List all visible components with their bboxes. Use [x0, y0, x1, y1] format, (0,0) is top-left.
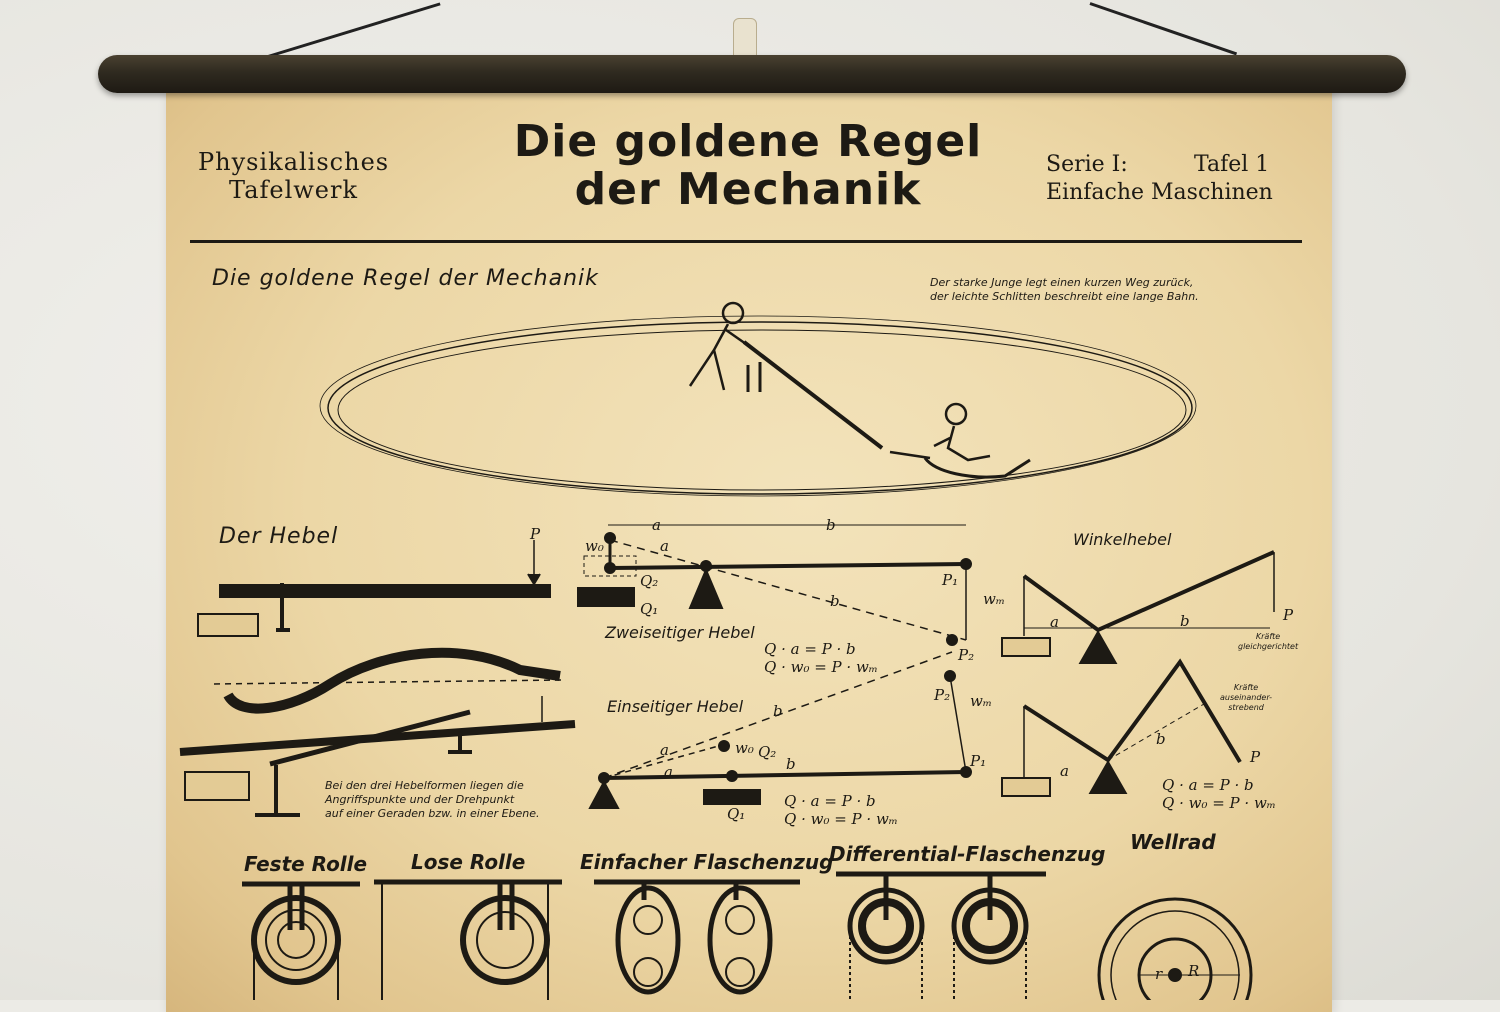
angle-lever-top — [1001, 550, 1275, 664]
angle-lever-heading: Winkelhebel — [1073, 530, 1172, 549]
angle-force-p-bottom: P — [1250, 748, 1261, 766]
wooden-hanging-rod — [98, 55, 1406, 93]
poster-sheet — [166, 82, 1332, 1012]
first-class-lever-drawing — [197, 540, 551, 637]
dim-label-b-diag: b — [830, 592, 840, 610]
sled-lever-beam — [742, 340, 884, 450]
sled-caption-line-1: Der starke Junge legt einen kurzen Weg z… — [930, 276, 1194, 289]
tafel-label: Tafel 1 — [1194, 152, 1270, 177]
dim-label-a-lower: a — [664, 763, 673, 781]
lever-note-line-3: auf einer Geraden bzw. in einer Ebene. — [325, 807, 540, 820]
two-sided-lever-schematic — [577, 524, 972, 646]
poster-title: Die goldene Regel der Mechanik — [498, 118, 998, 214]
one-sided-lever-schematic — [588, 651, 972, 809]
publisher-heading: Physikalisches Tafelwerk — [198, 148, 389, 204]
forces-diverge-line-3: strebend — [1228, 703, 1264, 712]
label-w0-lower: w₀ — [735, 739, 754, 757]
two-sided-formula-2: Q · w₀ = P · wₘ — [764, 658, 878, 676]
ice-rink-oval — [319, 315, 1197, 497]
label-p1-lower: P₁ — [970, 752, 987, 770]
angle-dim-a-top: a — [1050, 613, 1059, 631]
block-tackle-heading: Einfacher Flaschenzug — [580, 850, 834, 874]
wheel-label-R: R — [1188, 962, 1200, 980]
boy-figure — [688, 301, 747, 391]
sled-caption-line-2: der leichte Schlitten beschreibt eine la… — [930, 290, 1199, 303]
poster-title-line-1: Die goldene Regel — [513, 116, 983, 167]
loose-pulley-heading: Lose Rolle — [411, 850, 526, 874]
header-rule — [190, 240, 1302, 243]
wheel-axle-drawing — [1097, 897, 1253, 1000]
label-p2-lower: P₂ — [934, 686, 951, 704]
angle-dim-a-bottom: a — [1060, 762, 1069, 780]
dim-label-b-lower-diag: b — [773, 702, 783, 720]
forces-parallel-note: Kräfte gleichgerichtet — [1238, 632, 1298, 652]
category-label: Einfache Maschinen — [1046, 180, 1273, 205]
label-p1-top: P₁ — [942, 571, 959, 589]
dim-label-b-lower: b — [786, 755, 796, 773]
lever-heading: Der Hebel — [219, 524, 339, 549]
label-q1-top: Q₁ — [640, 600, 659, 618]
block-tackle-drawing — [594, 879, 800, 995]
wheel-label-r: r — [1155, 965, 1163, 983]
differential-pulley-heading: Differential-Flaschenzug — [829, 842, 1106, 866]
publisher-line-1: Physikalisches — [198, 148, 390, 176]
two-sided-lever-label: Zweiseitiger Hebel — [605, 623, 755, 642]
label-q2-lower: Q₂ — [758, 743, 777, 761]
fixed-pulley-heading: Feste Rolle — [244, 852, 368, 876]
loose-pulley-drawing — [374, 879, 562, 1000]
angle-lever-formula-2: Q · w₀ = P · wₘ — [1162, 794, 1276, 812]
forces-diverge-note: Kräfte auseinander- strebend — [1220, 683, 1272, 713]
girl-on-sled — [889, 402, 1031, 479]
one-sided-formula-1: Q · a = P · b — [784, 792, 876, 810]
lever-note-line-1: Bei den drei Hebelformen liegen die — [325, 779, 524, 792]
label-p2-mid: P₂ — [958, 646, 975, 664]
publisher-line-2: Tafelwerk — [229, 176, 359, 204]
label-w0-top: w₀ — [585, 537, 604, 555]
label-q1-lower: Q₁ — [727, 805, 746, 823]
label-wm-top: wₘ — [983, 590, 1006, 608]
angle-dim-b-bottom: b — [1156, 730, 1166, 748]
force-label-p-hebel: P — [530, 525, 541, 543]
dim-label-a-diag: a — [660, 537, 669, 555]
fixed-pulley-drawing — [242, 881, 360, 1000]
dim-label-a-lower-diag: a — [660, 741, 669, 759]
label-q2-top: Q₂ — [640, 572, 659, 590]
forces-diverge-line-1: Kräfte — [1233, 683, 1259, 692]
golden-rule-heading: Die goldene Regel der Mechanik — [212, 266, 599, 291]
one-sided-lever-label: Einseitiger Hebel — [607, 697, 744, 716]
two-sided-formula-1: Q · a = P · b — [764, 640, 856, 658]
bent-lever-drawing — [213, 647, 567, 714]
one-sided-formula-2: Q · w₀ = P · wₘ — [784, 810, 898, 828]
label-wm-lower: wₘ — [970, 692, 993, 710]
angle-force-p-top: P — [1283, 606, 1294, 624]
forces-parallel-line-1: Kräfte — [1255, 632, 1281, 641]
lever-note-line-2: Angriffspunkte und der Drehpunkt — [325, 793, 515, 806]
wheel-axle-heading: Wellrad — [1130, 830, 1216, 854]
angle-dim-b-top: b — [1180, 612, 1190, 630]
angle-lever-bottom — [1001, 658, 1242, 797]
forces-parallel-line-2: gleichgerichtet — [1238, 642, 1299, 651]
third-lever-drawing — [179, 696, 576, 817]
poster-title-line-2: der Mechanik — [574, 164, 922, 215]
angle-lever-formula-1: Q · a = P · b — [1162, 776, 1254, 794]
series-label: Serie I: — [1046, 152, 1128, 177]
forces-diverge-line-2: auseinander- — [1220, 693, 1273, 702]
differential-pulley-drawing — [836, 871, 1046, 1000]
